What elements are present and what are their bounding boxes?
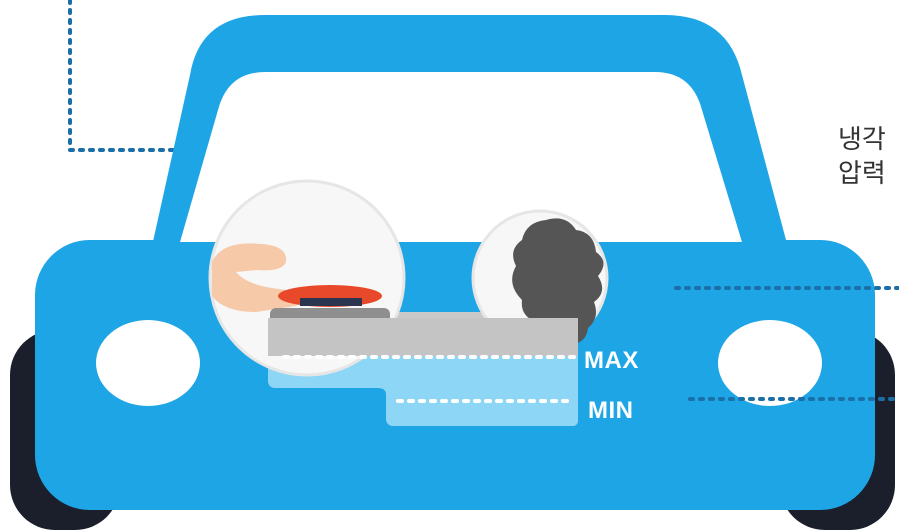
left-headlight <box>96 320 200 406</box>
side-caption-line2: 압력 <box>838 158 886 190</box>
min-level-label: MIN <box>588 397 634 425</box>
max-level-label: MAX <box>584 347 639 375</box>
reservoir-body-front <box>268 318 578 356</box>
car-body <box>35 15 875 510</box>
right-headlight <box>718 320 822 406</box>
side-caption-line1: 냉각 <box>838 124 886 156</box>
